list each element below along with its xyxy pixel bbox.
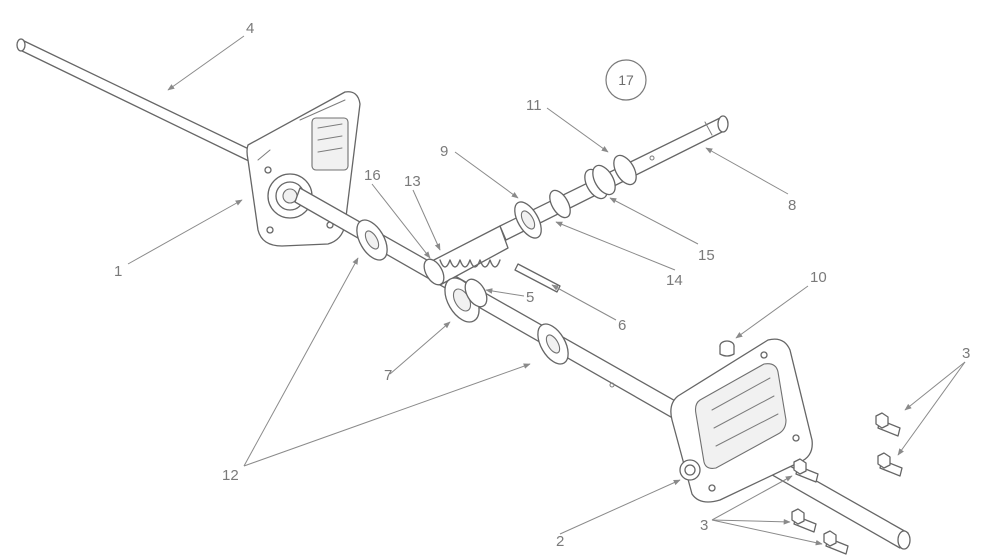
callout-2: 2 — [556, 533, 564, 550]
callout-10: 10 — [810, 269, 827, 286]
bolt-upper-right — [875, 412, 901, 437]
right-gearbox-housing — [670, 338, 813, 503]
leader-lines — [127, 35, 966, 546]
callout-labels: 4 1 16 13 9 11 8 15 14 5 6 10 7 12 2 3 3 — [114, 20, 970, 550]
long-shaft — [16, 38, 256, 164]
pin — [514, 263, 561, 293]
spacer-washer-upper — [356, 219, 388, 261]
worm-gear — [423, 225, 509, 286]
bolt-lower-b — [823, 530, 849, 555]
callout-12: 12 — [222, 467, 239, 484]
callout-3-right: 3 — [962, 345, 970, 362]
callout-16: 16 — [364, 167, 381, 184]
collar-bearing-small — [549, 189, 571, 219]
callout-1: 1 — [114, 263, 122, 280]
gear-collar — [444, 277, 488, 323]
callout-9: 9 — [440, 143, 448, 160]
collar-bearing — [514, 201, 542, 239]
callout-15: 15 — [698, 247, 715, 264]
callout-11: 11 — [526, 97, 542, 114]
callout-4: 4 — [246, 20, 254, 37]
bolt-lower-a — [791, 508, 817, 533]
left-mounting-plate — [246, 91, 361, 247]
callout-5: 5 — [526, 289, 534, 306]
callout-6: 6 — [618, 317, 626, 334]
callout-8: 8 — [788, 197, 796, 214]
callout-14: 14 — [666, 272, 683, 289]
assembly-number-badge: 17 — [605, 59, 647, 101]
callout-13: 13 — [404, 173, 421, 190]
callout-7: 7 — [384, 367, 392, 384]
spacer-washer-lower — [537, 323, 569, 365]
assembly-number: 17 — [618, 72, 634, 88]
bolt-lower-right — [877, 452, 903, 477]
small-cap — [719, 340, 735, 357]
collar-bearing-mid — [584, 164, 616, 200]
callout-3-lower: 3 — [700, 517, 708, 534]
collar-bearing-right — [613, 154, 637, 186]
bolt-housing — [793, 458, 819, 483]
